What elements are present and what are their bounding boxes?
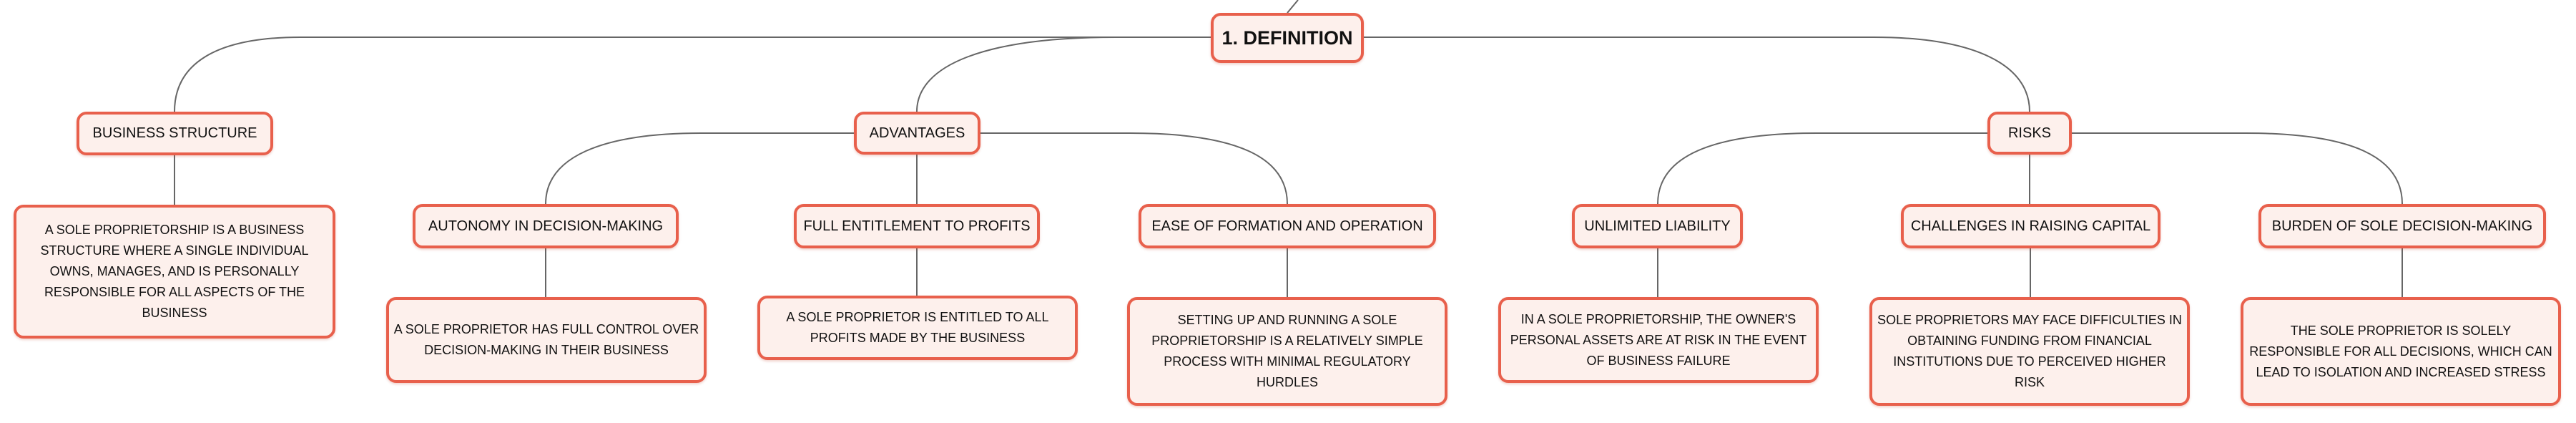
node-full-entitlement[interactable]: FULL ENTITLEMENT TO PROFITS: [794, 204, 1040, 248]
connector-advantages-autonomy: [545, 132, 854, 205]
connector-root-parent: [1287, 0, 1299, 14]
node-unlimited-liability[interactable]: UNLIMITED LIABILITY: [1572, 204, 1743, 248]
detail-text: A SOLE PROPRIETOR IS ENTITLED TO ALL PRO…: [786, 310, 1049, 345]
root-node[interactable]: 1. DEFINITION: [1211, 13, 1364, 63]
node-business-structure[interactable]: BUSINESS STRUCTURE: [77, 112, 273, 155]
detail-ease-of-formation[interactable]: SETTING UP AND RUNNING A SOLE PROPRIETOR…: [1127, 297, 1447, 406]
node-label: UNLIMITED LIABILITY: [1584, 218, 1731, 234]
detail-text: A SOLE PROPRIETORSHIP IS A BUSINESS STRU…: [40, 223, 309, 320]
connector-root-business-structure: [174, 37, 1211, 112]
connector-advantages-ease: [980, 132, 1288, 205]
node-sole-decision-making[interactable]: BURDEN OF SOLE DECISION-MAKING: [2258, 204, 2546, 248]
node-label: AUTONOMY IN DECISION-MAKING: [428, 218, 664, 234]
node-label: BURDEN OF SOLE DECISION-MAKING: [2271, 218, 2533, 234]
node-ease-of-formation[interactable]: EASE OF FORMATION AND OPERATION: [1139, 204, 1436, 248]
node-advantages[interactable]: ADVANTAGES: [854, 112, 980, 155]
node-label: FULL ENTITLEMENT TO PROFITS: [803, 218, 1031, 234]
node-label: RISKS: [2007, 125, 2052, 141]
node-label: CHALLENGES IN RAISING CAPITAL: [1910, 218, 2151, 234]
detail-raising-capital[interactable]: SOLE PROPRIETORS MAY FACE DIFFICULTIES I…: [1869, 297, 2190, 406]
detail-unlimited-liability[interactable]: IN A SOLE PROPRIETORSHIP, THE OWNER'S PE…: [1498, 297, 1819, 383]
node-risks[interactable]: RISKS: [1987, 112, 2072, 155]
node-autonomy[interactable]: AUTONOMY IN DECISION-MAKING: [413, 204, 679, 248]
node-label: EASE OF FORMATION AND OPERATION: [1151, 218, 1423, 234]
detail-text: A SOLE PROPRIETOR HAS FULL CONTROL OVER …: [393, 322, 699, 357]
detail-full-entitlement[interactable]: A SOLE PROPRIETOR IS ENTITLED TO ALL PRO…: [757, 296, 1078, 360]
detail-sole-decision-making[interactable]: THE SOLE PROPRIETOR IS SOLELY RESPONSIBL…: [2241, 297, 2561, 406]
connector-risks-liability: [1657, 132, 1987, 205]
root-label: 1. DEFINITION: [1221, 26, 1353, 49]
node-label: BUSINESS STRUCTURE: [92, 125, 257, 141]
node-label: ADVANTAGES: [869, 125, 965, 141]
detail-autonomy[interactable]: A SOLE PROPRIETOR HAS FULL CONTROL OVER …: [386, 297, 707, 383]
connector-root-risks: [1364, 37, 2030, 112]
detail-business-structure[interactable]: A SOLE PROPRIETORSHIP IS A BUSINESS STRU…: [14, 205, 335, 339]
detail-text: THE SOLE PROPRIETOR IS SOLELY RESPONSIBL…: [2249, 323, 2552, 379]
connector-risks-burden: [2072, 132, 2403, 205]
connector-root-advantages: [916, 37, 1211, 112]
node-raising-capital[interactable]: CHALLENGES IN RAISING CAPITAL: [1901, 204, 2160, 248]
detail-text: SETTING UP AND RUNNING A SOLE PROPRIETOR…: [1151, 313, 1423, 389]
detail-text: SOLE PROPRIETORS MAY FACE DIFFICULTIES I…: [1877, 313, 2182, 389]
detail-text: IN A SOLE PROPRIETORSHIP, THE OWNER'S PE…: [1510, 311, 1807, 368]
